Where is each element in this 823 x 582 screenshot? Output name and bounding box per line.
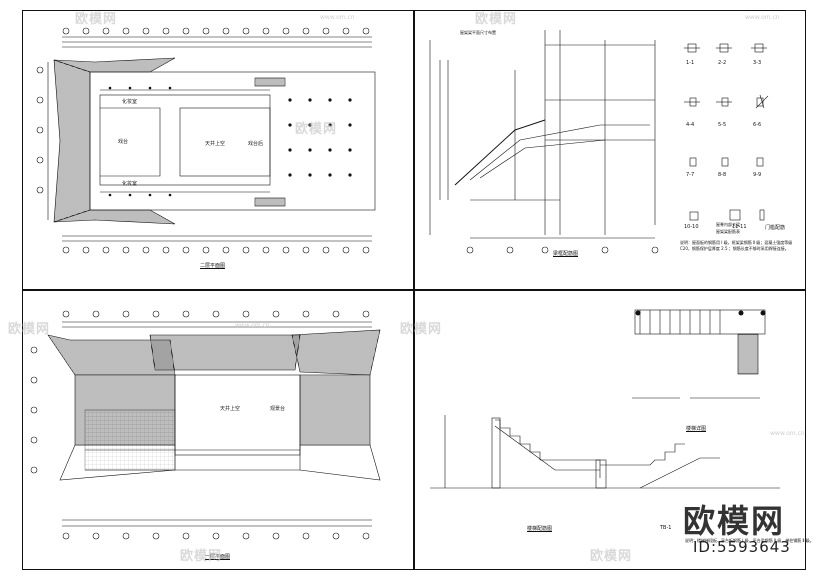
- section-caption-ridge-beam: 屋脊内部大梁: [716, 222, 740, 227]
- stair-reinforcement-title: 楼梯配筋图: [527, 526, 553, 532]
- panel-stair-frame: [414, 290, 806, 570]
- frame-reinforcement-diagram: [429, 30, 769, 254]
- brand-logo-text: 欧模网: [683, 502, 786, 540]
- first-floor-room-void: 天井上空: [220, 406, 241, 412]
- watermark-logo: 欧模网: [590, 549, 633, 564]
- frame-section-label: 屋架梁平面尺寸布置: [460, 30, 496, 35]
- section-details-note: 说明：屋面板的钢筋用 Ⅰ 级，框架梁钢筋 Ⅱ 级；混凝土强度等级 C20，钢筋保…: [680, 240, 793, 251]
- watermark-logo: 欧模网: [400, 322, 443, 337]
- section-label-9-9: 9-9: [753, 172, 762, 178]
- first-floor-plan-title: 一层平面图: [205, 554, 231, 560]
- stair-note: 说明：楼梯梯段板、平台板钢筋 Ⅰ 级，平台梁钢筋 Ⅱ 级，梯柱钢筋 Ⅱ 级。: [685, 538, 814, 543]
- section-label-8-8: 8-8: [718, 172, 727, 178]
- watermark-url: www.om.cn: [745, 14, 780, 21]
- section-label-2-2: 2-2: [718, 60, 727, 66]
- room-label-dressing-room-bottom: 化妆室: [122, 181, 138, 187]
- panel-first-floor-plan-frame: [22, 290, 414, 570]
- section-label-6-6: 6-6: [753, 122, 762, 128]
- first-floor-room-viewing: 观景台: [270, 406, 286, 412]
- watermark-logo: 欧模网: [75, 12, 118, 27]
- second-floor-plan: [36, 27, 376, 254]
- section-caption-sill: 门槛配筋: [765, 225, 786, 231]
- panel-second-floor-plan-frame: [22, 10, 414, 290]
- frame-reinforcement-title: 梁框配筋图: [553, 251, 579, 257]
- stair-tag: TB-1: [660, 525, 672, 531]
- watermark-logo: 欧模网: [295, 122, 338, 137]
- section-caption-beam-table: 屋架梁配筋表: [716, 229, 740, 234]
- watermark-logo: 欧模网: [475, 12, 518, 27]
- section-label-1-1: 1-1: [686, 60, 695, 66]
- stair-plan-title: 楼梯详图: [686, 426, 707, 432]
- watermark-logo: 欧模网: [180, 549, 223, 564]
- model-id: ID:5593643: [693, 538, 791, 556]
- watermark-url: www.om.cn: [320, 14, 355, 21]
- watermark-url: www.om.cn: [770, 430, 805, 437]
- watermark-logo: 欧模网: [8, 322, 51, 337]
- room-label-courtyard-void: 天井上空: [205, 141, 226, 147]
- first-floor-plan: [30, 310, 381, 540]
- room-label-dressing-room-top: 化妆室: [122, 99, 138, 105]
- room-label-stage: 戏台: [118, 139, 129, 145]
- section-label-3-3: 3-3: [753, 60, 762, 66]
- section-label-10-10: 10-10: [684, 224, 699, 230]
- watermark-url: www.om.cn: [235, 322, 270, 329]
- section-label-4-4: 4-4: [686, 122, 695, 128]
- section-label-7-7: 7-7: [686, 172, 695, 178]
- section-label-11-11: 11-11: [732, 224, 747, 230]
- stair-diagrams: [430, 309, 780, 489]
- second-floor-plan-title: 二层平面图: [200, 263, 226, 269]
- panel-frame-reinforcement-frame: [414, 10, 806, 290]
- section-label-5-5: 5-5: [718, 122, 727, 128]
- room-label-backstage: 戏台后: [248, 141, 264, 147]
